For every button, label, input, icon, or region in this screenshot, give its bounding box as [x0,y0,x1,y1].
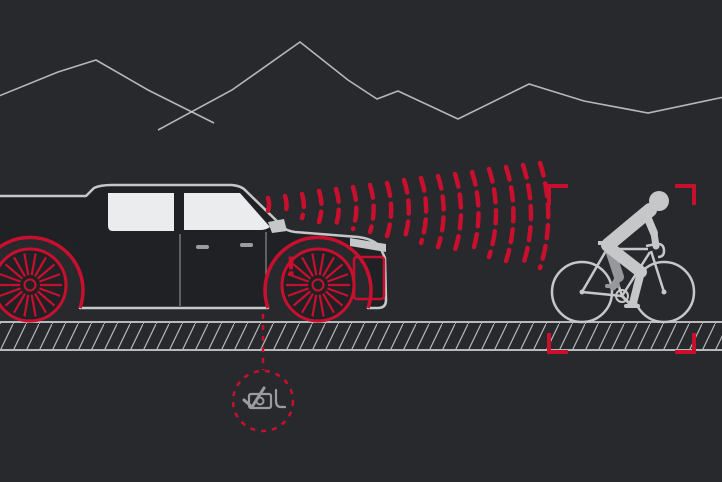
camera-callout [231,314,295,433]
bracket-bottom-left [547,333,568,354]
mountain-ridge-left [0,59,215,124]
check-mark [242,386,266,409]
radar-arc [401,177,412,243]
cyclist [550,191,696,324]
bike-chainring [615,289,629,303]
rear-wheel [0,247,68,323]
rider-head [649,191,669,211]
radar-arc [265,195,272,214]
radar-arc [435,173,446,250]
radar-arc [469,169,481,257]
radar-arc [299,191,307,221]
road [0,321,722,351]
rear-wheel-arch [0,235,85,309]
radar-arc [367,182,376,235]
radar-arc [520,162,534,268]
mountain-ridge-main [157,41,722,131]
detection-bracket-icon [547,184,696,354]
radar-arc [503,164,516,264]
radar-arc [537,160,551,271]
truck-front-window [184,193,270,230]
rider-near-thigh [604,242,647,278]
bracket-top-left [547,184,568,205]
truck-rear-window [108,193,174,231]
bracket-bottom-right [675,333,696,354]
rider-near-shin [629,268,645,307]
radar-arc [418,175,429,246]
bike-rear-wheel [550,260,614,324]
pickup-truck: ! [0,183,388,323]
bracket-top-right [675,184,696,205]
radar-arc [316,188,324,225]
headlight [350,238,386,252]
radar-arc [350,184,359,232]
radar-arc [333,186,342,228]
road-hatching [0,323,722,349]
side-mirror [268,219,287,233]
radar-arc [384,180,394,239]
warning-exclamation-icon: ! [285,252,297,283]
radar-arc [452,171,464,253]
camera-check-icon [242,386,287,410]
door-handle-rear [196,245,209,249]
rider-forearm [650,229,660,250]
callout-circle [231,369,295,433]
rider [601,191,669,308]
camera-mount-hook [274,388,287,409]
radar-waves-icon [265,160,551,271]
mountain-ridges [0,41,722,131]
radar-arc [486,166,499,260]
radar-arc [282,193,289,218]
door-handle-front [240,243,253,247]
front-wheel-arch [263,235,373,309]
